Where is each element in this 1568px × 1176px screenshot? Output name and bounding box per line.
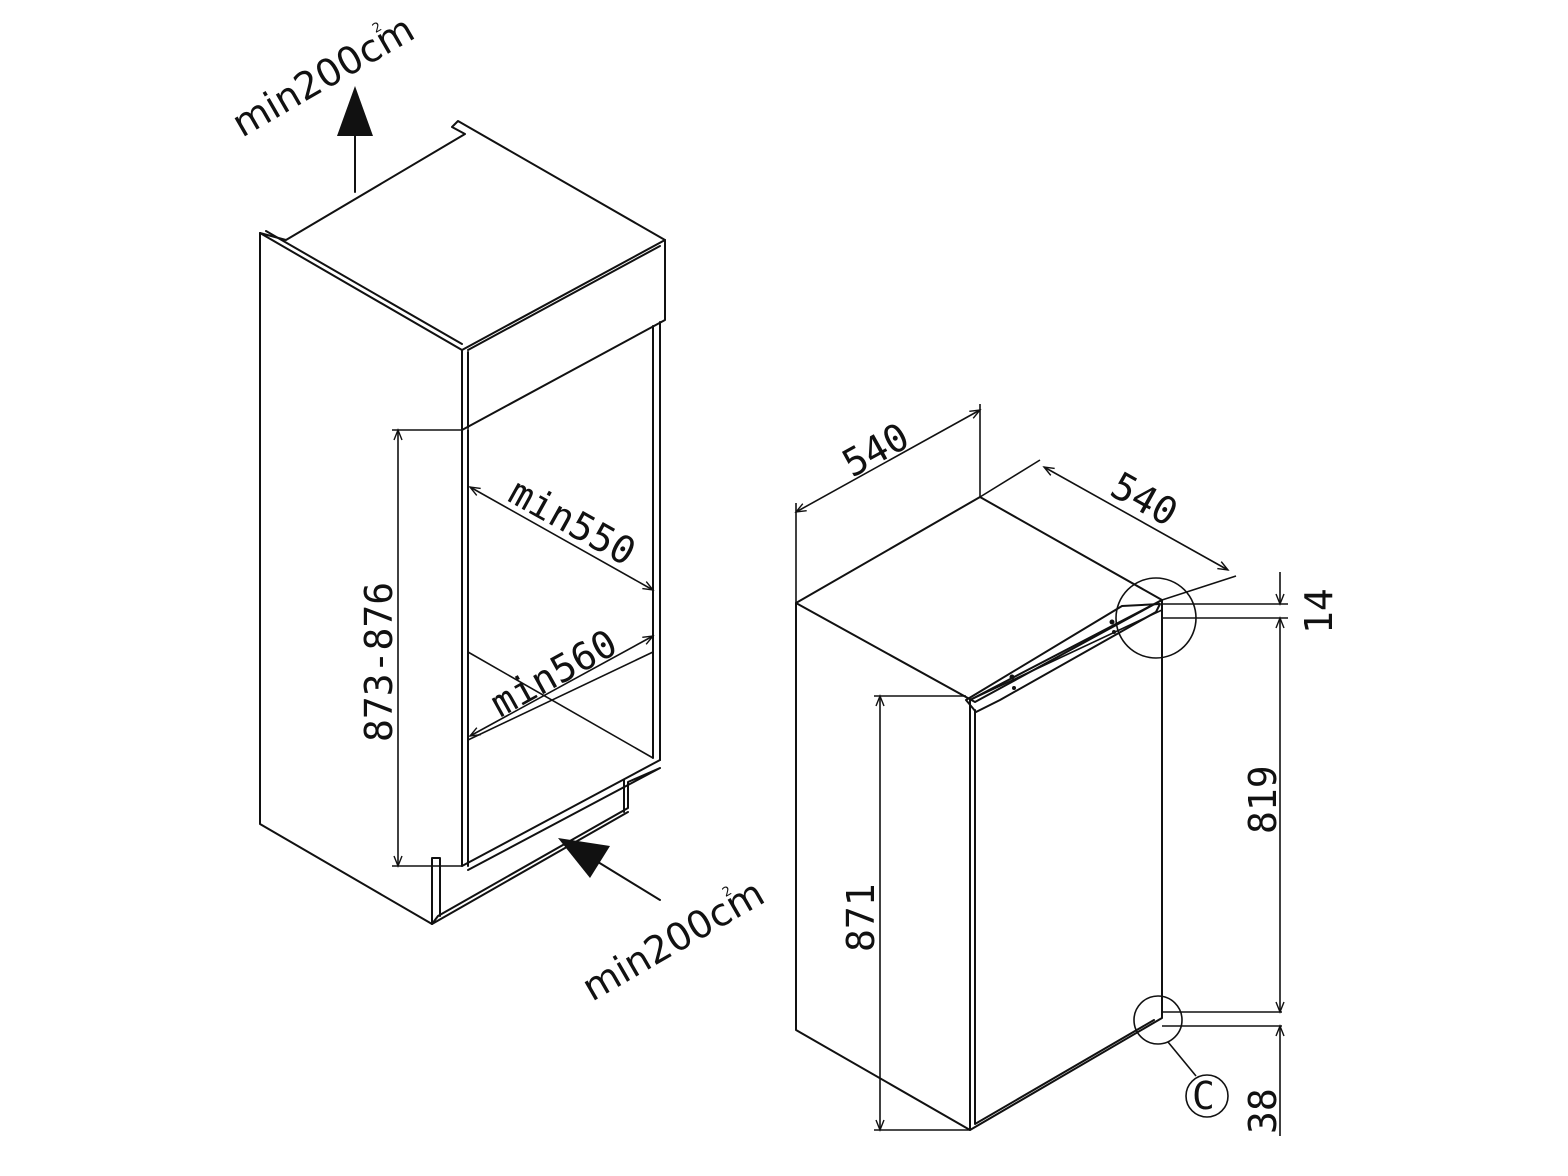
bottom-gap-dimension: 38 — [1241, 1024, 1285, 1136]
appliance-top — [795, 496, 1163, 703]
door-hinge-strip — [965, 603, 1161, 713]
vent-bottom-text: min200cm — [575, 871, 772, 1010]
vent-bottom-label: min200cm 2 — [575, 871, 772, 1010]
hinge-height-text: 819 — [1241, 765, 1285, 834]
cabinet-plinth — [461, 759, 661, 867]
niche-depth-dimension: min550 — [468, 469, 655, 591]
vent-top-text: min200cm — [225, 7, 422, 146]
top-gap-text: 14 — [1297, 588, 1341, 634]
appliance-width-dimension: 540 — [794, 404, 982, 603]
appliance-depth-text: 540 — [1104, 463, 1185, 535]
vent-top-label: min200cm 2 — [225, 7, 422, 146]
appliance-height-dimension: 871 — [839, 694, 970, 1132]
cabinet-top-board — [259, 120, 666, 241]
appliance-side — [795, 602, 971, 1131]
bottom-gap-text: 38 — [1241, 1088, 1285, 1134]
cabinet-front-rail — [461, 239, 666, 431]
appliance-body — [795, 496, 1163, 1131]
niche-height-dimension: 873-876 — [357, 428, 462, 868]
appliance-height-text: 871 — [839, 883, 883, 952]
detail-c-marker — [1185, 1074, 1229, 1118]
cabinet-left-side-top — [259, 232, 463, 351]
vent-top-arrow — [337, 86, 373, 193]
niche-height-text: 873-876 — [357, 582, 401, 742]
appliance-front — [969, 599, 1163, 1131]
appliance-width-text: 540 — [835, 414, 916, 486]
top-gap-dimension: 14 — [1162, 572, 1341, 634]
appliance-depth-dimension: 540 — [979, 459, 1237, 601]
niche-depth-text: min550 — [502, 469, 643, 574]
detail-c-label: C — [1192, 1074, 1215, 1118]
vent-bottom-arrow — [558, 838, 661, 901]
hinge-height-dimension: 819 — [1162, 616, 1285, 1027]
detail-circle-bottom — [1133, 995, 1183, 1045]
niche-width-dimension: min560 — [468, 621, 655, 737]
cabinet-left-side — [259, 232, 433, 925]
